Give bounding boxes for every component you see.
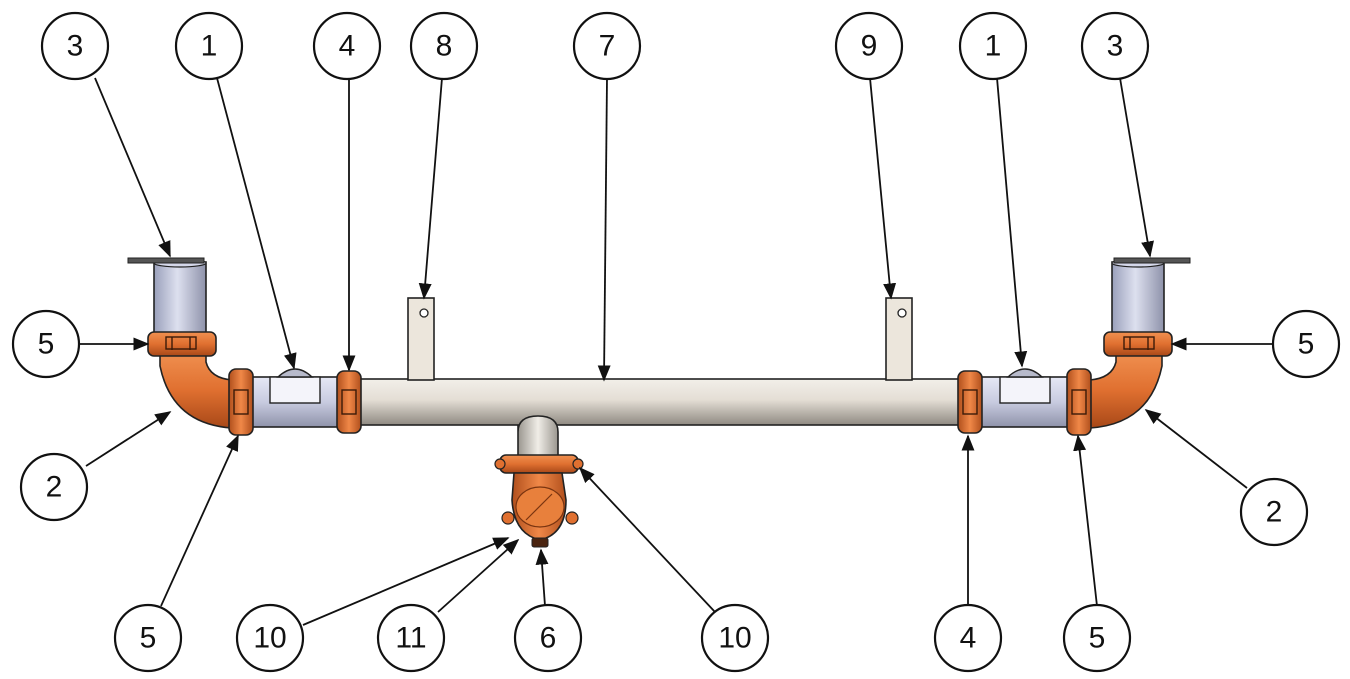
callout-label: 6 xyxy=(540,622,557,655)
main-pipe xyxy=(355,378,967,426)
callout-4-top: 4 xyxy=(312,11,382,81)
callout-label: 4 xyxy=(960,622,977,655)
callout-4-bottom: 4 xyxy=(933,603,1003,673)
callout-9: 9 xyxy=(834,11,904,81)
left-bracket xyxy=(407,297,435,381)
callout-label: 5 xyxy=(1298,328,1315,361)
right-riser-coupling xyxy=(1103,331,1173,357)
callout-2-right: 2 xyxy=(1239,477,1309,547)
callout-label: 5 xyxy=(1089,622,1106,655)
left-elbow-coupling xyxy=(228,368,254,436)
callout-label: 10 xyxy=(718,622,751,655)
right-inner-coupling xyxy=(957,370,983,434)
callout-label: 1 xyxy=(985,30,1002,63)
callout-5-bottom-left: 5 xyxy=(113,603,183,673)
callout-1-left: 1 xyxy=(174,11,244,81)
callout-10-right: 10 xyxy=(700,603,770,673)
callout-label: 5 xyxy=(140,622,157,655)
left-inner-coupling xyxy=(336,370,362,434)
right-elbow-coupling xyxy=(1066,368,1092,436)
callout-label: 3 xyxy=(1107,30,1124,63)
callout-label: 7 xyxy=(599,30,616,63)
callout-5-bottom-right: 5 xyxy=(1062,603,1132,673)
callout-label: 11 xyxy=(395,622,426,655)
tee-branch xyxy=(517,415,559,461)
callout-label: 8 xyxy=(436,30,453,63)
callout-label: 5 xyxy=(38,328,55,361)
callout-label: 1 xyxy=(201,30,218,63)
callout-label: 10 xyxy=(253,622,286,655)
callout-10-left: 10 xyxy=(235,603,305,673)
callout-5-left: 5 xyxy=(11,309,81,379)
callout-3-right: 3 xyxy=(1080,11,1150,81)
right-bracket xyxy=(885,297,913,381)
callout-1-right: 1 xyxy=(958,11,1028,81)
assembly-drawing xyxy=(127,257,1191,548)
callout-label: 2 xyxy=(46,471,63,504)
right-riser xyxy=(1111,257,1191,337)
left-sleeve xyxy=(247,368,345,428)
callout-6: 6 xyxy=(513,603,583,673)
callout-label: 3 xyxy=(67,30,84,63)
right-elbow xyxy=(1081,351,1163,429)
callout-label: 4 xyxy=(339,30,356,63)
right-sleeve xyxy=(977,368,1075,428)
callout-7: 7 xyxy=(572,11,642,81)
callout-label: 9 xyxy=(861,30,878,63)
callout-5-right: 5 xyxy=(1271,309,1341,379)
left-riser-coupling xyxy=(147,331,217,357)
callout-3-left: 3 xyxy=(40,11,110,81)
left-riser xyxy=(127,257,207,337)
callout-11: 11 xyxy=(376,603,446,673)
left-elbow xyxy=(159,351,241,429)
callout-2-left: 2 xyxy=(19,452,89,522)
tee-coupling xyxy=(494,454,584,474)
callout-8: 8 xyxy=(409,11,479,81)
bottom-fitting xyxy=(501,472,579,548)
callouts: 3 1 4 8 7 9 1 3 5 5 2 2 xyxy=(11,11,1341,673)
callout-label: 2 xyxy=(1266,496,1283,529)
leader-lines xyxy=(80,77,1272,626)
